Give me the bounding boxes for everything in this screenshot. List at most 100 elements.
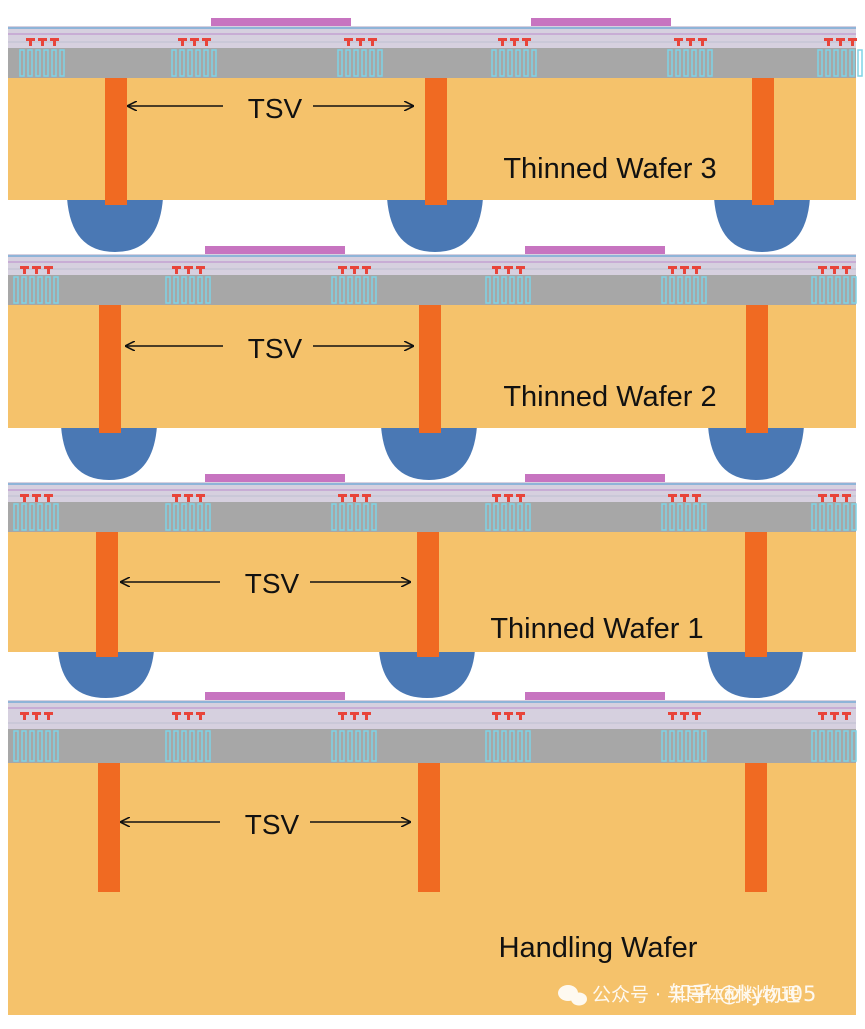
tsv-pillar <box>425 78 447 205</box>
contact-cap <box>830 712 839 715</box>
via-column <box>661 276 667 304</box>
via-column <box>525 503 531 531</box>
via-column <box>205 503 211 531</box>
via-column <box>205 276 211 304</box>
via-column <box>173 276 179 304</box>
solder-bump <box>381 426 477 480</box>
interconnect-group <box>661 712 707 762</box>
contact-stem <box>53 41 56 46</box>
contact-stem <box>353 715 356 720</box>
wafer-label: Thinned Wafer 2 <box>503 381 716 413</box>
bond-pad <box>205 474 345 482</box>
contact-stem <box>695 715 698 720</box>
contact-cap <box>842 712 851 715</box>
via-column <box>661 730 667 762</box>
via-column <box>29 730 35 762</box>
via-column <box>37 276 43 304</box>
via-column <box>187 49 193 77</box>
contact-stem <box>341 497 344 502</box>
via-column <box>43 49 49 77</box>
wechat-icon-bubble-b <box>571 992 587 1006</box>
via-column <box>363 276 369 304</box>
contact-cap <box>492 266 501 269</box>
via-column <box>53 730 59 762</box>
contact-cap <box>680 494 689 497</box>
via-column <box>841 49 847 77</box>
via-column <box>827 503 833 531</box>
contact-stem <box>35 497 38 502</box>
contact-cap <box>196 712 205 715</box>
via-column <box>331 730 337 762</box>
contact-stem <box>35 269 38 274</box>
via-column <box>693 503 699 531</box>
via-column <box>51 49 57 77</box>
via-column <box>661 503 667 531</box>
via-column <box>491 49 497 77</box>
solder-bump <box>708 426 804 480</box>
via-column <box>685 276 691 304</box>
via-column <box>189 276 195 304</box>
via-column <box>13 730 19 762</box>
via-column <box>819 276 825 304</box>
contact-cap <box>172 494 181 497</box>
via-column <box>817 49 823 77</box>
tsv-label: TSV <box>245 568 300 599</box>
contact-stem <box>821 497 824 502</box>
contact-stem <box>41 41 44 46</box>
via-column <box>493 730 499 762</box>
via-column <box>525 276 531 304</box>
via-column <box>699 49 705 77</box>
contact-cap <box>362 494 371 497</box>
solder-bump <box>707 650 803 698</box>
contact-stem <box>187 269 190 274</box>
via-column <box>693 276 699 304</box>
via-column <box>21 276 27 304</box>
via-column <box>13 276 19 304</box>
contact-stem <box>683 269 686 274</box>
contact-stem <box>205 41 208 46</box>
contact-stem <box>23 497 26 502</box>
contact-stem <box>23 715 26 720</box>
via-column <box>707 49 713 77</box>
contact-cap <box>356 38 365 41</box>
via-column <box>45 730 51 762</box>
via-column <box>35 49 41 77</box>
via-column <box>29 276 35 304</box>
interconnect-group <box>13 266 59 304</box>
via-column <box>347 276 353 304</box>
via-column <box>517 730 523 762</box>
contact-cap <box>668 494 677 497</box>
via-column <box>851 276 857 304</box>
dielectric-stack <box>8 700 856 729</box>
contact-stem <box>833 497 836 502</box>
contact-stem <box>519 715 522 720</box>
via-column <box>811 276 817 304</box>
device-layer <box>8 48 856 78</box>
contact-stem <box>359 41 362 46</box>
via-column <box>371 503 377 531</box>
contact-cap <box>680 266 689 269</box>
interconnect-group <box>171 38 217 77</box>
bond-pad <box>205 246 345 254</box>
contact-stem <box>365 269 368 274</box>
wafer-label: Thinned Wafer 1 <box>490 613 703 645</box>
via-column <box>19 49 25 77</box>
contact-cap <box>350 494 359 497</box>
contact-cap <box>510 38 519 41</box>
contact-cap <box>44 712 53 715</box>
interconnect-group <box>811 494 857 531</box>
via-column <box>501 730 507 762</box>
via-column <box>355 503 361 531</box>
via-column <box>331 503 337 531</box>
via-column <box>53 276 59 304</box>
contact-cap <box>504 266 513 269</box>
via-column <box>517 503 523 531</box>
via-column <box>197 276 203 304</box>
device-layer <box>8 729 856 763</box>
contact-cap <box>698 38 707 41</box>
dielectric-stack <box>8 254 856 275</box>
via-column <box>339 730 345 762</box>
contact-cap <box>32 266 41 269</box>
via-column <box>363 730 369 762</box>
